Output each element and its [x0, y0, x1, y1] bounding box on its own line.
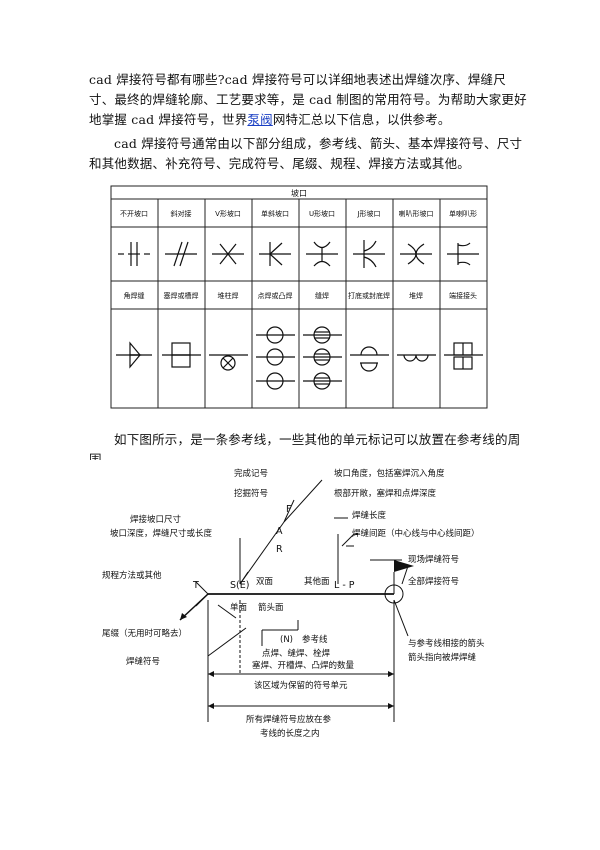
table-head-9: 角焊缝	[124, 291, 145, 300]
label-arrow-side: 箭头面	[258, 602, 284, 613]
label-root-opening: 根部开敞，塞焊和点焊深度	[334, 488, 437, 499]
seam-weld-symbol	[303, 326, 342, 390]
v-groove-symbol	[212, 243, 244, 265]
table-head-16: 端接接头	[449, 291, 477, 300]
table-head-4: 单斜坡口	[261, 209, 289, 218]
label-one-side: 单面	[230, 602, 248, 613]
label-weld-symbol: 焊缝符号	[126, 656, 160, 667]
label-process-spec: 规程方法或其他	[102, 570, 162, 581]
stud-weld-symbol	[209, 354, 248, 371]
scarf-groove-symbol	[165, 241, 197, 267]
label-plug-count: 塞焊、开槽焊、凸焊的数量	[252, 660, 355, 671]
edge-joint-symbol	[444, 342, 483, 370]
intro-text-1: cad 焊接符号都有哪些?cad 焊接符号可以详细地表述出焊缝次序、焊缝尺寸、最…	[89, 72, 527, 127]
label-weld-all-around: 全部焊接符号	[408, 576, 459, 587]
marker-lp: L - P	[334, 580, 355, 591]
plug-slot-weld-symbol	[162, 342, 201, 368]
marker-s: S(E)	[230, 580, 249, 591]
marker-a: A	[276, 526, 283, 537]
marker-f: F	[286, 504, 291, 515]
label-finish-mark: 完成记号	[234, 468, 268, 479]
label-reserved-area: 该区域为保留的符号单元	[254, 680, 348, 691]
square-groove-symbol	[118, 242, 150, 266]
u-groove-symbol	[306, 241, 338, 267]
table-head-10: 塞焊或槽焊	[164, 291, 199, 300]
marker-t: T	[192, 580, 199, 591]
weld-symbol-table: 坡口 不开坡口 斜对接 V形坡口 单斜坡口 U形坡口 J形坡口 喇叭形坡口 单喇…	[110, 185, 488, 409]
label-weld-pitch: 焊缝间距（中心线与中心线间距）	[352, 528, 480, 539]
table-head-2: 斜对接	[171, 209, 192, 218]
label-groove-size: 焊接坡口尺寸	[130, 514, 182, 525]
table-head-14: 打底或封底焊	[348, 291, 390, 300]
label-groove-angle: 坡口角度，包括塞焊沉入角度	[334, 468, 445, 479]
bevel-groove-symbol	[259, 242, 291, 266]
welding-symbol-diagram: 完成记号 挖掘符号 坡口角度，包括塞焊沉入角度 根部开敞，塞焊和点焊深度 焊缝长…	[90, 460, 510, 782]
flare-bevel-symbol	[447, 242, 479, 266]
table-head-5: U形坡口	[309, 209, 335, 218]
table-head-1: 不开坡口	[120, 209, 148, 218]
label-within-length-2: 考线的长度之内	[260, 728, 320, 739]
table-head-6: J形坡口	[356, 209, 380, 218]
spot-projection-weld-symbol	[256, 326, 295, 390]
label-within-length-1: 所有焊缝符号应放在参	[246, 714, 332, 725]
label-reference-line: 参考线	[302, 634, 328, 645]
table-head-12: 点焊或凸焊	[258, 291, 293, 300]
table-head-15: 堆焊	[409, 291, 423, 300]
table-head-7: 喇叭形坡口	[399, 209, 434, 218]
label-spot-seam: 点焊、缝焊、栓焊	[262, 648, 331, 659]
pump-valve-link[interactable]: 泵阀	[247, 112, 273, 127]
back-weld-symbol	[350, 346, 389, 372]
surfacing-weld-symbol	[397, 354, 436, 362]
table-head-11: 堆柱焊	[218, 291, 239, 300]
label-tail: 尾缀（无用时可略去）	[102, 628, 187, 639]
label-arrow-connect: 与参考线相接的箭头	[408, 638, 485, 649]
j-groove-symbol	[353, 240, 385, 268]
label-groove-depth: 坡口深度，焊缝尺寸或长度	[110, 528, 213, 539]
fillet-weld-symbol	[116, 341, 152, 369]
label-field-weld: 现场焊缝符号	[408, 554, 459, 565]
label-both-sides: 双面	[256, 577, 274, 587]
table-group-header: 坡口	[291, 188, 307, 198]
label-weld-length: 焊缝长度	[352, 510, 387, 521]
label-other-side: 其他面	[304, 576, 330, 587]
table-head-13: 缝焊	[315, 291, 329, 300]
marker-r: R	[276, 544, 283, 555]
intro-paragraph: cad 焊接符号都有哪些?cad 焊接符号可以详细地表述出焊缝次序、焊缝尺寸、最…	[89, 70, 529, 130]
table-head-3: V形坡口	[215, 209, 241, 218]
label-contour-symbol: 挖掘符号	[234, 488, 268, 499]
label-arrow-points: 箭头指向被焊焊缝	[408, 652, 477, 663]
flare-v-symbol	[400, 243, 432, 265]
intro-text-2: 网特汇总以下信息，以供参考。	[272, 112, 451, 127]
label-number: (N)	[280, 635, 293, 645]
table-head-8: 单喇叭形	[449, 209, 477, 218]
components-paragraph: cad 焊接符号通常由以下部分组成，参考线、箭头、基本焊接符号、尺寸和其他数据、…	[89, 136, 523, 171]
